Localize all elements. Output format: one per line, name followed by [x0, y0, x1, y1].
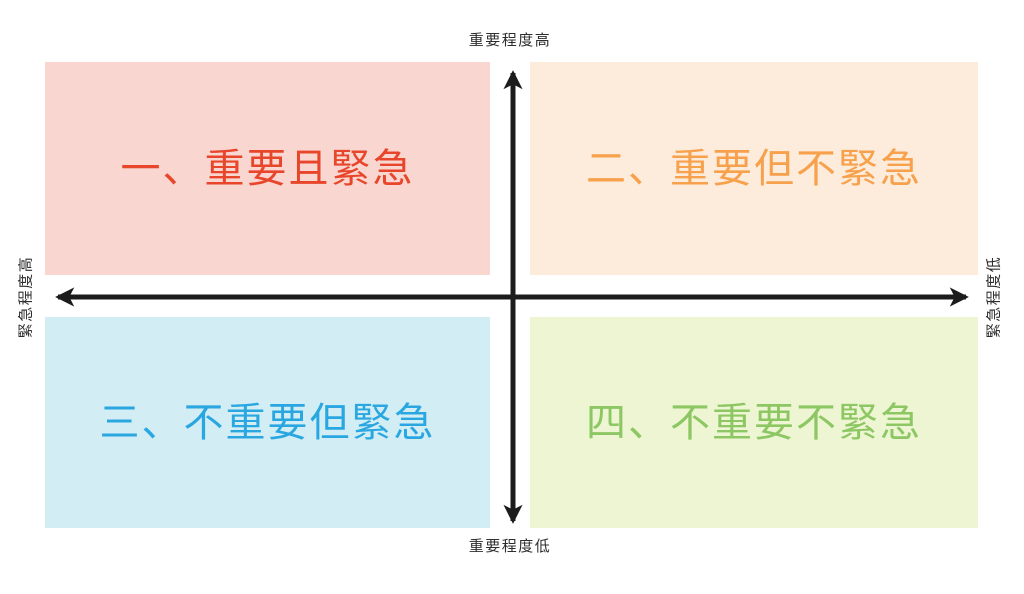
quadrant-not-important-urgent-label: 三、不重要但緊急: [99, 400, 436, 445]
quadrant-important-urgent: 一、重要且緊急: [45, 62, 490, 275]
axis-label-urgency-high: 緊急程度高: [17, 255, 35, 339]
axis-label-importance-high: 重要程度高: [468, 32, 552, 49]
quadrant-important-not-urgent: 二、重要但不緊急: [530, 62, 978, 275]
quadrant-not-important-urgent: 三、不重要但緊急: [45, 317, 490, 528]
quadrant-not-important-not-urgent: 四、不重要不緊急: [530, 317, 978, 528]
quadrant-important-urgent-label: 一、重要且緊急: [120, 146, 415, 191]
quadrant-important-not-urgent-label: 二、重要但不緊急: [586, 146, 922, 191]
axis-label-importance-low: 重要程度低: [468, 538, 552, 555]
axis-label-urgency-low: 緊急程度低: [985, 255, 1003, 339]
quadrant-not-important-not-urgent-label: 四、不重要不緊急: [586, 400, 922, 445]
